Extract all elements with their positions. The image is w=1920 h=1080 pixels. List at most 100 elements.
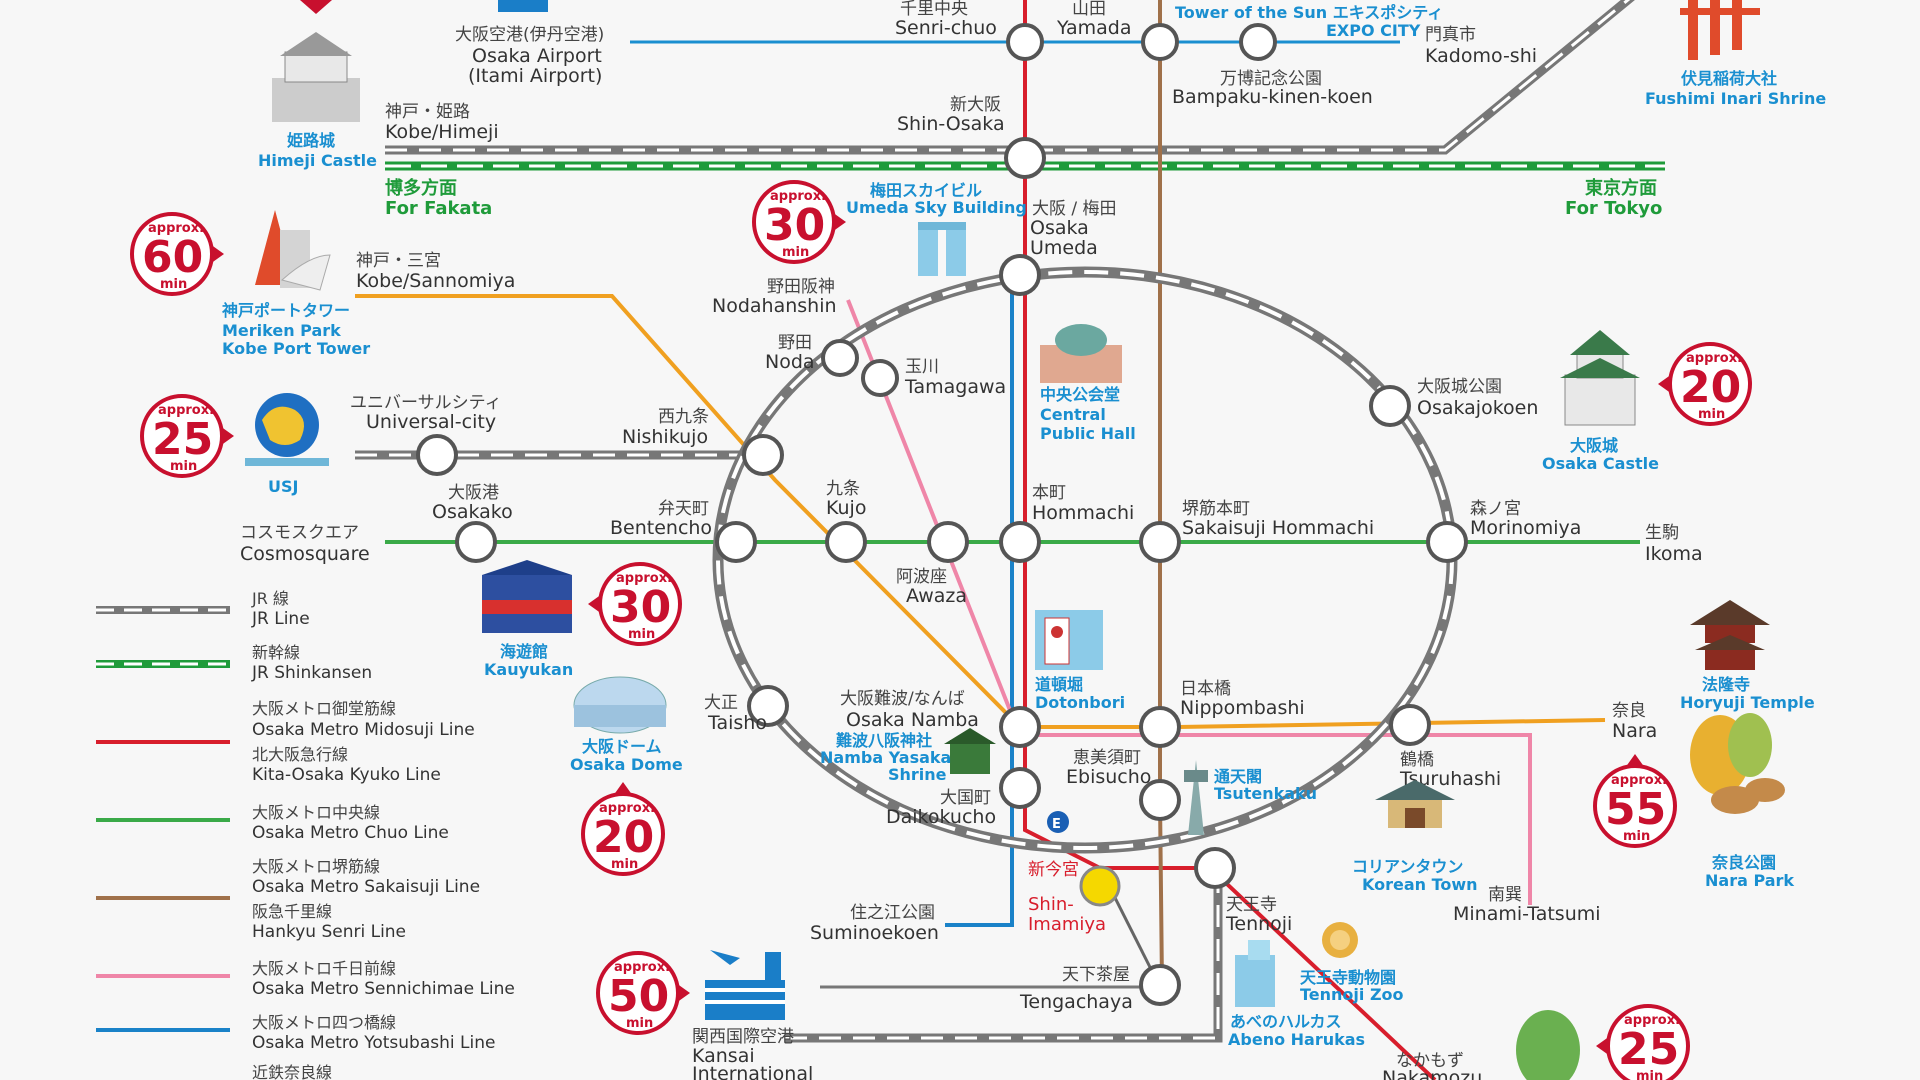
svg-text:min: min <box>611 857 638 872</box>
label-tsuruhashi-jp: 鶴橋 <box>1400 750 1434 770</box>
label-osakako-en: Osakako <box>432 501 513 523</box>
label-namba-jp: 大阪難波/なんば <box>840 689 965 709</box>
station-yamada[interactable] <box>1141 23 1179 61</box>
label-kujo-en: Kujo <box>826 497 866 519</box>
station-ebisucho[interactable] <box>1139 779 1181 821</box>
station-shin-imamiya[interactable] <box>1079 865 1121 907</box>
svg-text:近鉄奈良線: 近鉄奈良線 <box>252 1063 332 1080</box>
label-taisho-jp: 大正 <box>704 693 738 713</box>
spot-tsutenkaku-en: Tsutenkaku <box>1214 784 1317 803</box>
jr-hanwa-line <box>785 868 1223 1043</box>
svg-text:min: min <box>1698 407 1725 422</box>
station-nishikujo[interactable] <box>742 434 784 476</box>
station-kujo[interactable] <box>825 521 867 563</box>
station-osakako[interactable] <box>455 521 497 563</box>
label-kansai-airport-jp: 関西国際空港 <box>692 1027 794 1047</box>
station-nippombashi[interactable] <box>1139 706 1181 748</box>
svg-text:大阪メトロ中央線: 大阪メトロ中央線 <box>252 803 380 822</box>
label-osakajokoen-en: Osakajokoen <box>1417 397 1538 419</box>
svg-text:Osaka Metro Yotsubashi Line: Osaka Metro Yotsubashi Line <box>252 1033 495 1053</box>
label-morinomiya-en: Morinomiya <box>1470 517 1581 539</box>
label-ikoma-en: Ikoma <box>1645 543 1703 565</box>
station-bampaku[interactable] <box>1239 23 1277 61</box>
label-nishikujo-en: Nishikujo <box>622 426 708 448</box>
station-hommachi[interactable] <box>999 521 1041 563</box>
direction-fakata-en: For Fakata <box>385 198 492 219</box>
direction-tokyo-en: For Tokyo <box>1565 198 1662 219</box>
label-hommachi-jp: 本町 <box>1032 483 1066 503</box>
svg-text:min: min <box>160 277 187 292</box>
spot-kaiyukan-jp: 海遊館 <box>500 642 548 661</box>
spot-abeno-en: Abeno Harukas <box>1228 1030 1365 1049</box>
spot-horyuji-en: Horyuji Temple <box>1680 693 1815 712</box>
station-bentencho[interactable] <box>715 521 757 563</box>
station-tamagawa[interactable] <box>861 359 899 397</box>
horyuji-icon <box>1690 600 1770 670</box>
spot-central-hall-jp: 中央公会堂 <box>1040 385 1120 404</box>
station-shin-osaka[interactable] <box>1004 137 1046 179</box>
svg-text:JR Shinkansen: JR Shinkansen <box>251 663 372 683</box>
station-osakajokoen[interactable] <box>1369 385 1411 427</box>
label-ikoma-jp: 生駒 <box>1645 523 1679 543</box>
station-senri-chuo[interactable] <box>1006 23 1044 61</box>
spot-yasaka-jp: 難波八阪神社 <box>836 731 932 750</box>
direction-labels: 博多方面 For Fakata 東京方面 For Tokyo <box>385 177 1662 219</box>
legend-yotsubashi: 大阪メトロ四つ橋線 Osaka Metro Yotsubashi Line <box>96 1013 495 1053</box>
svg-text:Osaka Metro Chuo Line: Osaka Metro Chuo Line <box>252 823 449 843</box>
station-universal-city[interactable] <box>416 434 458 476</box>
bubble-dome: approx. 20 min <box>581 782 665 876</box>
label-osakako-jp: 大阪港 <box>448 483 499 503</box>
spot-osaka-castle-en: Osaka Castle <box>1542 454 1659 473</box>
label-universal-city-jp: ユニバーサルシティ <box>350 393 502 413</box>
svg-text:50: 50 <box>608 971 669 1022</box>
svg-text:大阪メトロ御堂筋線: 大阪メトロ御堂筋線 <box>252 699 396 718</box>
station-osaka-umeda[interactable] <box>999 254 1041 296</box>
label-ebisucho-en: Ebisucho <box>1066 766 1151 788</box>
svg-text:Osaka Metro Sennichimae Line: Osaka Metro Sennichimae Line <box>252 979 515 999</box>
station-taisho[interactable] <box>747 685 789 727</box>
bubble-kansai: approx. 50 min <box>596 951 690 1035</box>
info-marker-icon <box>1047 811 1069 833</box>
label-kobe-sannomiya-en: Kobe/Sannomiya <box>356 270 515 292</box>
svg-text:approx.: approx. <box>1686 351 1742 366</box>
himeji-castle-icon <box>272 32 360 122</box>
spot-icons <box>245 0 1785 1080</box>
spot-yasaka-en-2: Shrine <box>888 765 947 784</box>
station-tengachaya[interactable] <box>1139 964 1181 1006</box>
label-bentencho-jp: 弁天町 <box>658 499 709 519</box>
label-osakajokoen-jp: 大阪城公園 <box>1417 377 1502 397</box>
label-tennoji-jp: 天王寺 <box>1226 895 1277 915</box>
svg-text:min: min <box>1623 829 1650 844</box>
label-minami-tatsumi-en: Minami-Tatsumi <box>1453 903 1601 925</box>
label-ebisucho-jp: 恵美須町 <box>1073 748 1141 768</box>
label-nippombashi-jp: 日本橋 <box>1180 679 1231 699</box>
spot-abeno-jp: あべのハルカス <box>1230 1012 1342 1031</box>
spot-tennoji-zoo-jp: 天王寺動物園 <box>1300 968 1396 987</box>
svg-text:阪急千里線: 阪急千里線 <box>252 902 332 921</box>
label-nodahanshin-en: Nodahanshin <box>712 295 837 317</box>
label-nodahanshin-jp: 野田阪神 <box>767 277 835 297</box>
bubble-fragment-top <box>300 0 332 14</box>
svg-text:新幹線: 新幹線 <box>252 643 300 662</box>
bubble-umeda: approx. 30 min <box>752 180 846 264</box>
central-public-hall-icon <box>1040 324 1122 383</box>
station-morinomiya[interactable] <box>1426 521 1468 563</box>
station-sakaisuji-hommachi[interactable] <box>1139 521 1181 563</box>
station-tsuruhashi[interactable] <box>1389 704 1431 746</box>
direction-fakata-jp: 博多方面 <box>385 177 457 199</box>
station-tennoji[interactable] <box>1194 847 1236 889</box>
bubble-nakamozu: approx. 25 min <box>1596 1004 1690 1080</box>
label-bampaku-en: Bampaku-kinen-koen <box>1172 86 1373 108</box>
legend-jr: JR 線 JR Line <box>96 589 310 629</box>
legend-midosuji: 大阪メトロ御堂筋線 Osaka Metro Midosuji Line 北大阪急… <box>96 699 475 785</box>
svg-text:min: min <box>628 627 655 642</box>
spot-dotonbori-jp: 道頓堀 <box>1035 675 1083 694</box>
label-suminoekoen-jp: 住之江公園 <box>850 903 935 923</box>
station-namba[interactable] <box>999 706 1041 748</box>
station-awaza[interactable] <box>927 521 969 563</box>
label-sakaisuji-hommachi-jp: 堺筋本町 <box>1182 499 1250 519</box>
label-osaka-airport-en: Osaka Airport <box>472 45 602 67</box>
station-noda[interactable] <box>821 339 859 377</box>
station-daikokucho[interactable] <box>999 767 1041 809</box>
svg-text:55: 55 <box>1605 784 1666 835</box>
